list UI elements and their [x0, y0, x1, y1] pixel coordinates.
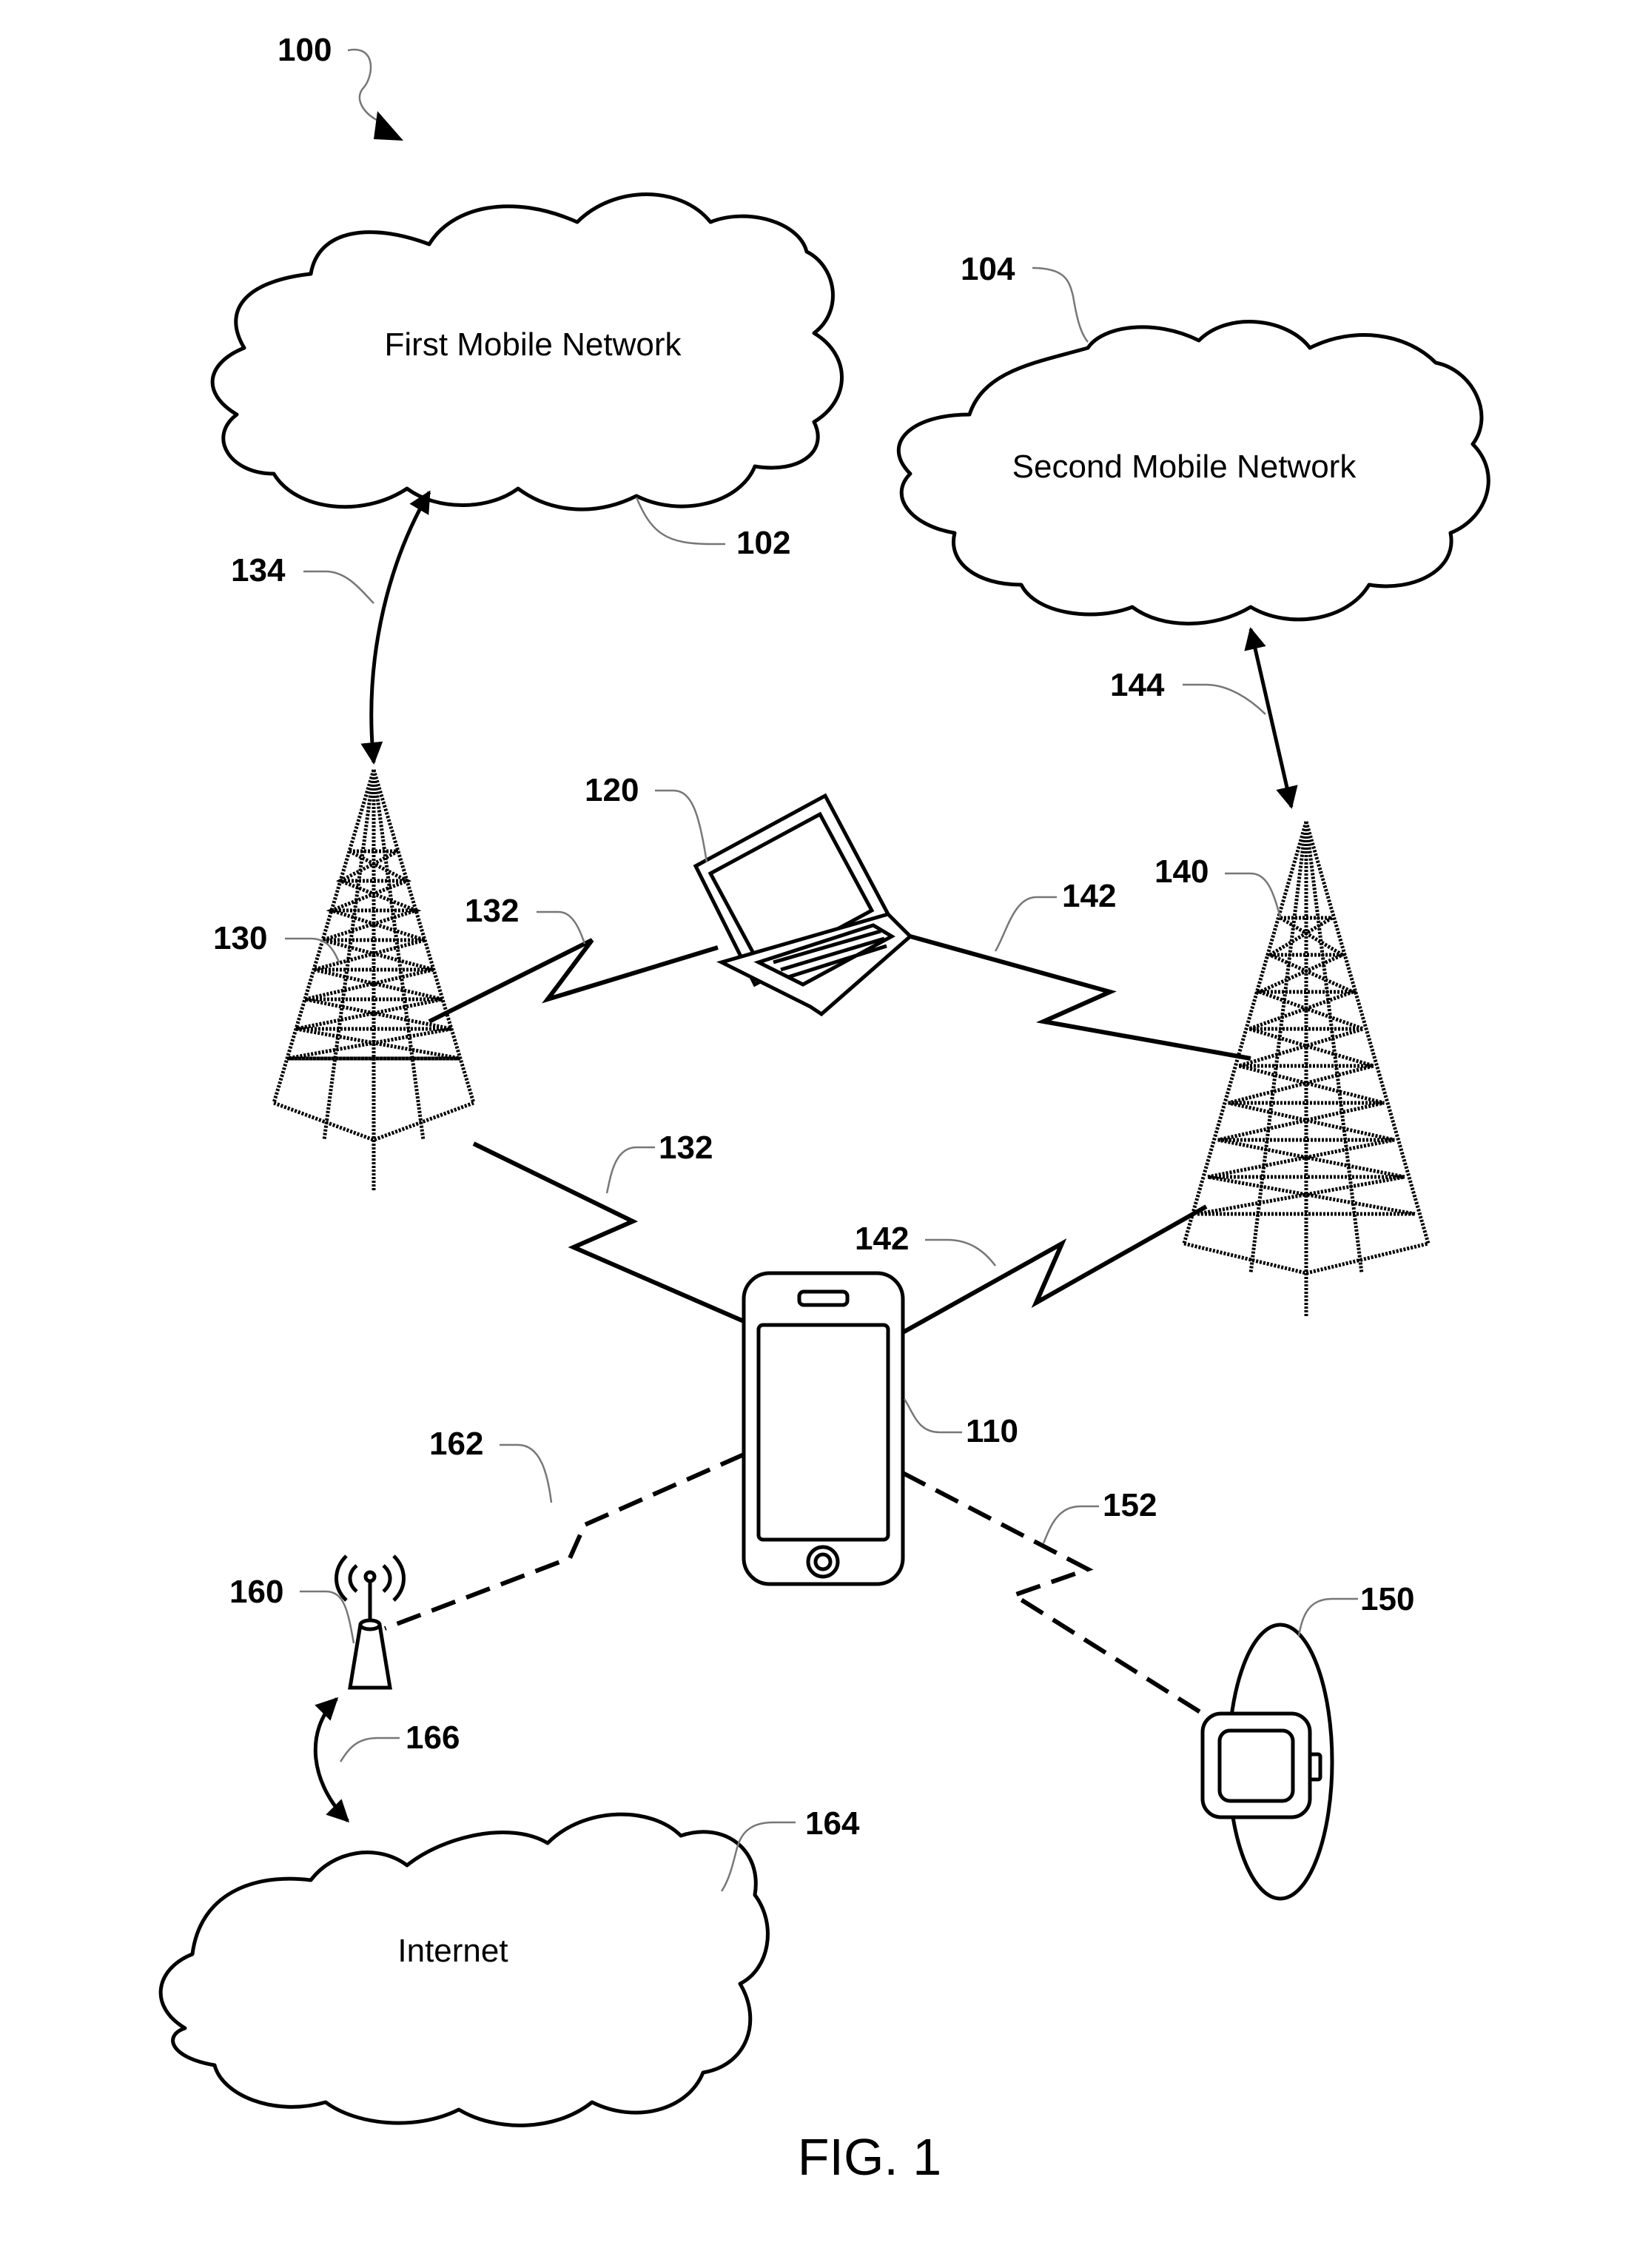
link-166-leader: [340, 1738, 400, 1762]
system-ref: 100: [278, 32, 332, 68]
link-166-ref: 166: [406, 1720, 460, 1756]
first-network-ref-leader: [636, 497, 725, 544]
tower-130-ref: 130: [213, 920, 267, 956]
link-132-laptop: 132: [429, 893, 718, 1021]
link-144: 144: [1110, 629, 1291, 807]
link-142-laptop-line: [910, 936, 1251, 1058]
phone-110-ref-leader: [904, 1399, 962, 1432]
second-mobile-network-label: Second Mobile Network: [1012, 449, 1357, 485]
link-152: 152: [903, 1473, 1203, 1714]
internet-network: Internet 164: [161, 1805, 860, 2125]
phone-body: [744, 1273, 903, 1584]
link-142-phone: 142: [855, 1207, 1206, 1332]
link-142-laptop: 142: [910, 878, 1251, 1058]
tower-130: 130: [213, 770, 474, 1192]
link-132-phone-line: [474, 1144, 744, 1321]
link-132-laptop-line: [429, 940, 718, 1021]
link-162-leader: [500, 1445, 551, 1503]
laptop-120-ref-leader: [655, 791, 707, 862]
tower-140-frame: [1184, 822, 1428, 1318]
laptop-120-ref: 120: [585, 772, 639, 808]
link-152-leader: [1043, 1506, 1099, 1543]
second-network-ref-leader: [1032, 268, 1088, 342]
tower-140: 140: [1154, 822, 1428, 1318]
link-162-line: [385, 1455, 744, 1628]
tower-140-ref: 140: [1154, 853, 1209, 890]
link-134-ref: 134: [231, 552, 286, 588]
phone-110-ref: 110: [966, 1413, 1018, 1449]
access-point-160-ref: 160: [229, 1574, 283, 1610]
watch-150-ref: 150: [1360, 1581, 1414, 1617]
link-132-phone: 132: [474, 1130, 744, 1321]
figure-label: FIG. 1: [798, 2128, 941, 2186]
access-point-antenna-tip: [366, 1572, 374, 1581]
watch-150: 150: [1203, 1581, 1414, 1899]
link-152-line: [903, 1473, 1203, 1714]
link-142-laptop-ref: 142: [1062, 878, 1116, 914]
link-132-laptop-leader: [537, 912, 585, 944]
laptop-120: 120: [585, 772, 910, 1014]
link-142-phone-ref: 142: [855, 1221, 909, 1257]
link-166: 166: [315, 1699, 460, 1821]
link-134: 134: [231, 492, 429, 762]
phone-110: 110: [744, 1273, 1018, 1584]
link-142-phone-leader: [925, 1240, 995, 1266]
tower-140-ref-leader: [1225, 873, 1280, 918]
tower-130-lattice: [287, 851, 460, 1058]
link-134-arrow: [372, 492, 429, 762]
watch-150-ref-leader: [1299, 1599, 1358, 1636]
system-ref-leader: [348, 50, 385, 122]
second-mobile-network: Second Mobile Network 104: [898, 251, 1488, 624]
link-132-phone-leader: [607, 1147, 655, 1193]
access-point-160: 160: [229, 1556, 404, 1688]
link-162-ref: 162: [429, 1426, 483, 1462]
internet-ref: 164: [805, 1805, 860, 1842]
access-point-top: [360, 1620, 380, 1629]
link-142-laptop-leader: [995, 897, 1057, 951]
internet-ref-leader: [722, 1822, 796, 1891]
first-mobile-network-label: First Mobile Network: [385, 326, 682, 363]
link-132-phone-ref: 132: [659, 1130, 713, 1166]
link-144-leader: [1183, 685, 1265, 714]
tower-130-frame: [274, 770, 474, 1192]
internet-cloud: [161, 1814, 767, 2125]
access-point-body: [350, 1625, 390, 1688]
link-144-ref: 144: [1110, 667, 1165, 703]
link-166-arrow: [315, 1699, 348, 1821]
second-network-ref: 104: [961, 251, 1015, 287]
link-134-leader: [303, 571, 374, 603]
first-network-ref: 102: [736, 525, 790, 561]
link-144-arrow: [1251, 629, 1291, 807]
system-ref-group: 100: [278, 32, 403, 141]
link-132-laptop-ref: 132: [465, 893, 519, 929]
internet-label: Internet: [397, 1933, 508, 1969]
first-mobile-network: First Mobile Network 102: [212, 195, 841, 562]
link-142-phone-line: [903, 1207, 1206, 1332]
link-162: 162: [385, 1426, 744, 1628]
link-152-ref: 152: [1103, 1487, 1157, 1523]
system-ref-arrowhead: [374, 111, 403, 141]
